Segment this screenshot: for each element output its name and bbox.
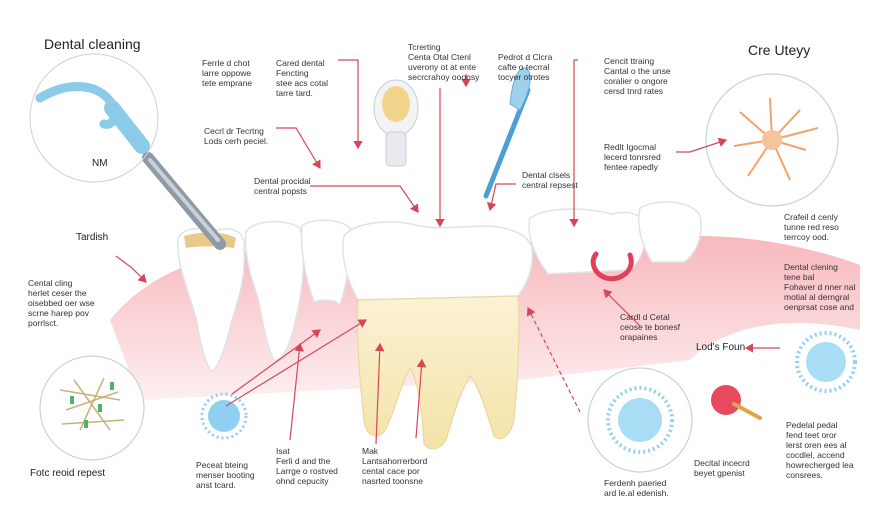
tooth-1 [177,227,246,374]
pointer-arrows [115,59,780,445]
bacteria-blue-right [795,331,857,393]
toothbrush-pick [483,67,531,199]
fibers-circle [39,355,145,461]
tooth-3 [300,219,352,307]
molar-root [356,295,520,450]
label-tardish: Tardish [76,232,109,243]
label-bottom-left: Fotc reoid repest [30,468,106,479]
red-swab [711,385,762,420]
title: Dental cleaning [44,36,141,52]
bacteria-orange [733,97,819,181]
bacteria-blue-small [200,392,248,440]
tool-label: NM [92,158,108,169]
tool-inset-circle [29,53,159,183]
interdental-brush [373,79,419,167]
tooth-2 [244,220,305,361]
bacteria-blue-large [606,386,674,454]
scaler-tool [35,82,226,250]
label-looks: Lod's Foun [696,342,746,353]
gum-pocket-marker [590,251,634,282]
corner-title: Cre Uteyy [748,42,811,58]
molar-right-2 [638,201,702,263]
molar-crown [342,221,534,301]
fibers [59,377,125,431]
